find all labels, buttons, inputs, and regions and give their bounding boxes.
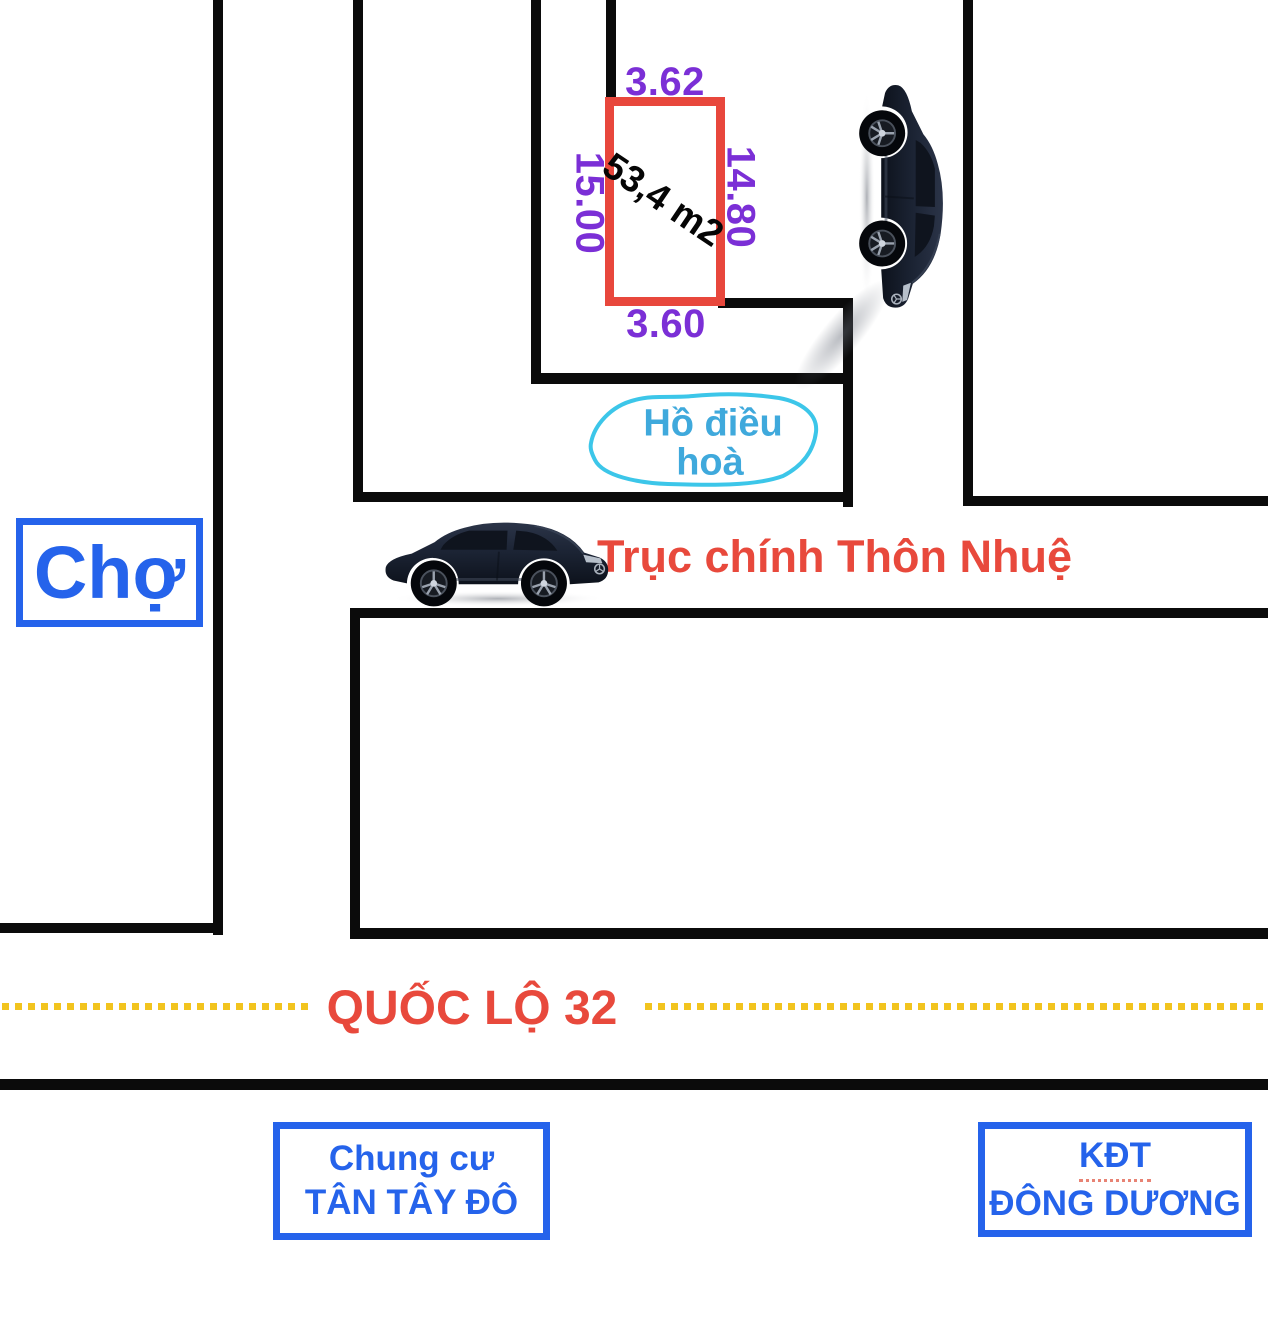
plot-boundary	[605, 97, 725, 306]
wall-lower-block-left	[350, 612, 360, 939]
highway-label: QUỐC LỘ 32	[326, 982, 618, 1035]
market-box: Chợ	[16, 518, 203, 627]
lake-label-line1: Hồ điều	[643, 402, 783, 445]
urban-label-line1: KĐT	[1079, 1134, 1151, 1182]
urban-label-line2: ĐÔNG DƯƠNG	[989, 1183, 1241, 1223]
urban-area-box: KĐT ĐÔNG DƯƠNG	[978, 1122, 1252, 1237]
highway-edge-north-left	[0, 923, 223, 933]
apartment-label-line1: Chung cư	[328, 1139, 495, 1179]
wall-plot-south-east	[718, 298, 853, 308]
wall-vertical-plot	[606, 0, 616, 100]
wall-lake-north	[531, 373, 853, 384]
wall-left-vertical	[213, 0, 223, 935]
wall-vertical-3	[531, 0, 541, 382]
wall-alley-east	[963, 0, 973, 505]
car-suv-vertical-icon	[857, 83, 945, 310]
wall-alley-west	[843, 300, 853, 507]
lake-label-line2: hoà	[676, 441, 744, 484]
car-suv-side-icon	[384, 521, 610, 609]
highway-edge-south	[0, 1079, 1268, 1090]
road-edge-south	[350, 608, 1268, 618]
plot-dim-top: 3.62	[625, 60, 705, 104]
lake-outline	[588, 392, 819, 487]
wall-vertical-2	[353, 0, 363, 500]
main-axis-road-label: Trục chính Thôn Nhuệ	[597, 531, 1072, 582]
highway-centerline-left	[2, 1003, 308, 1010]
road-edge-north-west	[353, 492, 853, 502]
road-edge-north-east	[963, 496, 1268, 506]
market-label: Chợ	[33, 531, 186, 614]
apartment-label-line2: TÂN TÂY ĐÔ	[304, 1183, 519, 1222]
highway-centerline-right	[645, 1003, 1265, 1010]
plot-dim-bottom: 3.60	[626, 302, 706, 346]
highway-edge-north-right	[350, 928, 1268, 939]
apartment-box: Chung cư TÂN TÂY ĐÔ	[273, 1122, 550, 1240]
